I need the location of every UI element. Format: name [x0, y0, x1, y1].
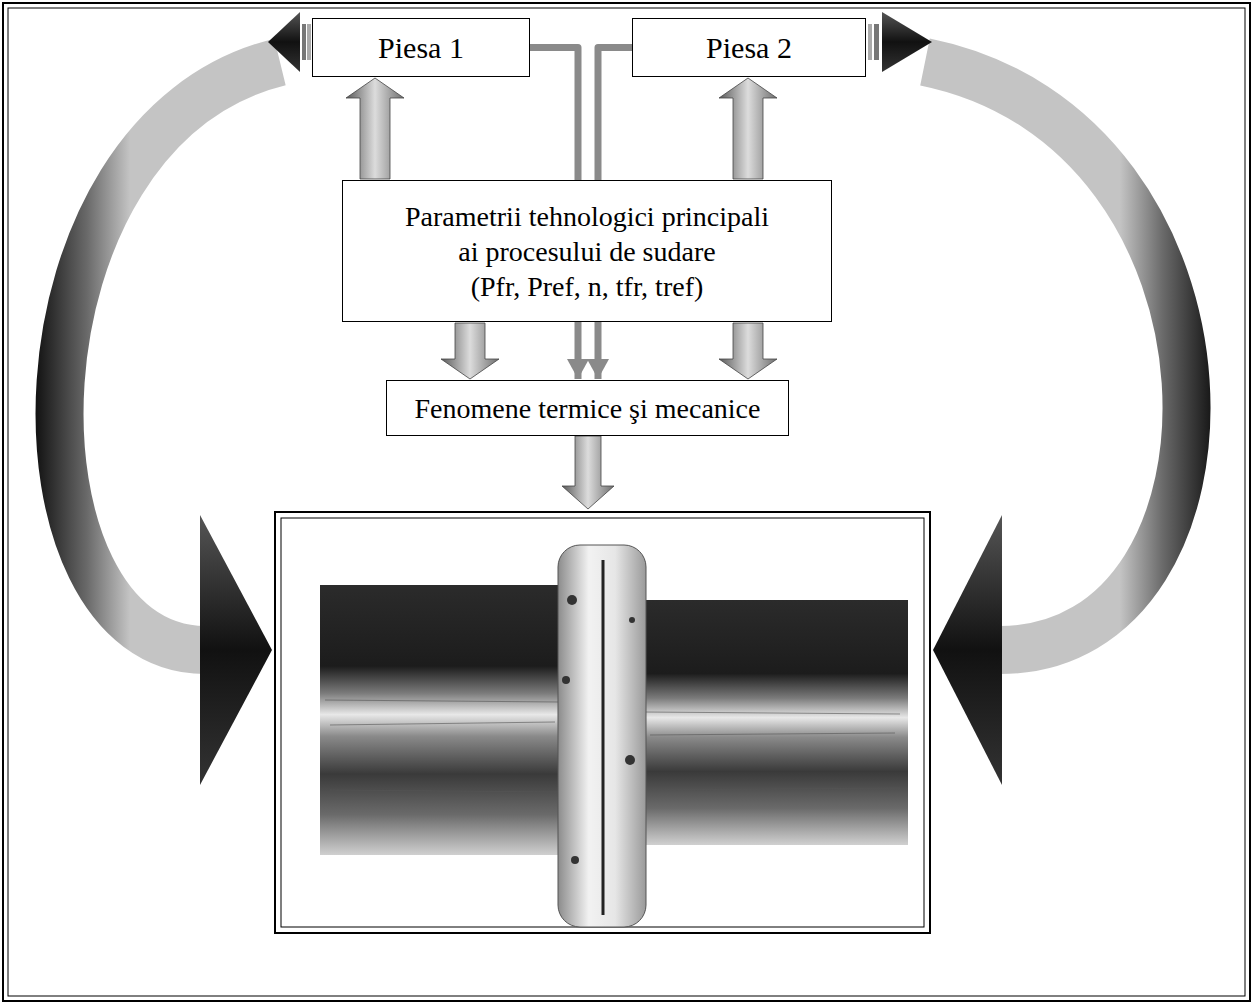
block-arrow — [719, 323, 777, 379]
arrow-stub — [868, 24, 872, 60]
arrow-stub — [307, 24, 311, 60]
weld-line — [602, 560, 605, 915]
phenomena-box: Fenomene termice şi mecanice — [386, 380, 789, 436]
flash-spots — [562, 595, 635, 864]
parameter-box: Parametrii tehnologici principali ai pro… — [342, 180, 832, 322]
welded-rod — [640, 600, 908, 845]
box-text: Fenomene termice şi mecanice — [415, 391, 761, 426]
box-text: Parametrii tehnologici principali ai pro… — [395, 199, 779, 269]
part-box: Piesa 2 — [632, 18, 866, 77]
inner-frame — [8, 8, 1245, 996]
photo-frame — [275, 512, 930, 933]
arrow-stub — [302, 24, 306, 60]
block-arrow — [562, 436, 614, 509]
block-arrow — [346, 78, 404, 179]
arrow-head — [200, 515, 272, 785]
arrow-stub — [874, 24, 879, 60]
block-arrow — [719, 78, 777, 179]
box-text: (Pfr, Pref, n, tfr, tref) — [471, 269, 704, 304]
box-text: Piesa 1 — [378, 29, 464, 67]
box-text: Piesa 2 — [706, 29, 792, 67]
welded-rod — [320, 585, 565, 855]
part-box: Piesa 1 — [312, 18, 530, 77]
arrow-head — [933, 515, 1002, 785]
arrow-head — [882, 12, 932, 72]
weld-flash-collar — [558, 545, 646, 927]
block-arrow — [441, 323, 499, 379]
curved-arrow-band — [925, 62, 1187, 650]
arrow-head — [268, 12, 300, 72]
photo-frame — [281, 518, 924, 927]
curved-arrow-band — [60, 62, 280, 650]
outer-frame — [3, 3, 1250, 1001]
